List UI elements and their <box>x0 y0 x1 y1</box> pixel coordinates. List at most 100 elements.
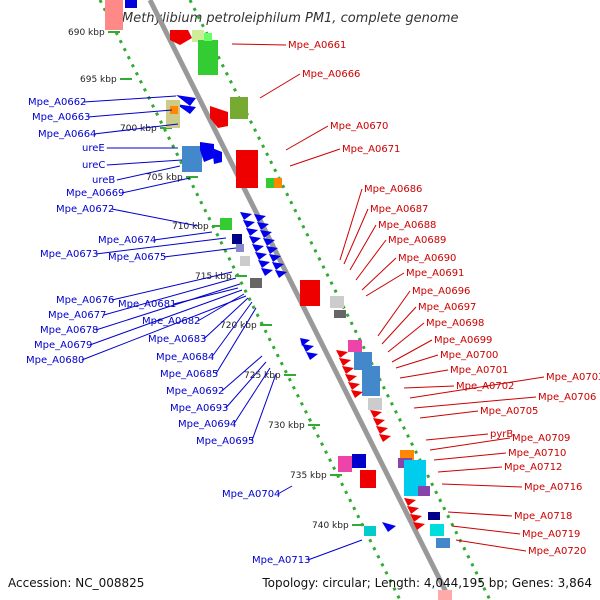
forward-gene-label[interactable]: Mpe_A0706 <box>538 392 596 403</box>
forward-gene-label[interactable]: Mpe_A0691 <box>406 268 464 279</box>
reverse-gene-label[interactable]: Mpe_A0677 <box>48 310 106 321</box>
inner-dotted-guide <box>98 0 402 600</box>
reverse-gene-label[interactable]: Mpe_A0693 <box>170 403 228 414</box>
leader-line <box>433 452 507 461</box>
forward-gene-label[interactable]: Mpe_A0718 <box>514 511 572 522</box>
kbp-tick-label: 720 kbp <box>220 321 257 331</box>
leader-line <box>381 306 417 345</box>
reverse-gene-label[interactable]: Mpe_A0695 <box>196 436 254 447</box>
gene-arrow <box>200 142 214 162</box>
gene-arrow <box>255 252 267 260</box>
gene-block <box>348 340 362 352</box>
forward-gene-label[interactable]: Mpe_A0696 <box>412 286 470 297</box>
reverse-gene-label[interactable]: Mpe_A0662 <box>28 97 86 108</box>
reverse-gene-label[interactable]: Mpe_A0704 <box>222 489 280 500</box>
leader-line <box>259 73 301 99</box>
leader-line <box>93 123 179 135</box>
forward-gene-label[interactable]: Mpe_A0703 <box>546 372 600 383</box>
gene-arrow <box>413 522 425 530</box>
reverse-gene-label[interactable]: Mpe_A0684 <box>156 352 214 363</box>
leader-line <box>409 376 545 399</box>
reverse-gene-label[interactable]: Mpe_A0679 <box>34 340 92 351</box>
forward-gene-label[interactable]: Mpe_A0697 <box>418 302 476 313</box>
reverse-gene-label[interactable]: Mpe_A0681 <box>118 299 176 310</box>
forward-gene-label[interactable]: Mpe_A0661 <box>288 40 346 51</box>
reverse-gene-label[interactable]: Mpe_A0676 <box>56 295 114 306</box>
reverse-gene-label[interactable]: Mpe_A0673 <box>40 249 98 260</box>
reverse-gene-label[interactable]: Mpe_A0669 <box>66 188 124 199</box>
reverse-gene-label[interactable]: Mpe_A0663 <box>32 112 90 123</box>
forward-gene-label[interactable]: Mpe_A0699 <box>434 335 492 346</box>
leader-line <box>233 367 271 425</box>
reverse-gene-label[interactable]: Mpe_A0683 <box>148 334 206 345</box>
reverse-gene-label[interactable]: Mpe_A0678 <box>40 325 98 336</box>
topology-text: Topology: circular; Length: 4,044,195 bp… <box>261 576 592 590</box>
gene-block <box>438 590 452 600</box>
reverse-gene-label[interactable]: Mpe_A0672 <box>56 204 114 215</box>
forward-gene-label[interactable]: Mpe_A0686 <box>364 184 422 195</box>
forward-gene-label[interactable]: Mpe_A0710 <box>508 448 566 459</box>
leader-line <box>403 385 455 389</box>
forward-gene-label[interactable]: Mpe_A0705 <box>480 406 538 417</box>
leader-line <box>81 295 247 361</box>
forward-gene-label[interactable]: Mpe_A0689 <box>388 235 446 246</box>
reverse-gene-label[interactable]: Mpe_A0713 <box>252 555 310 566</box>
forward-gene-label[interactable]: Mpe_A0720 <box>528 546 586 557</box>
gene-arrow <box>348 382 360 390</box>
forward-gene-label[interactable]: Mpe_A0701 <box>450 365 508 376</box>
reverse-gene-label[interactable]: Mpe_A0692 <box>166 386 224 397</box>
gene-arrow <box>404 498 416 506</box>
leader-line <box>451 525 521 535</box>
leader-line <box>121 177 191 194</box>
gene-arrow <box>382 522 396 532</box>
reverse-gene-label[interactable]: ureB <box>92 175 115 186</box>
gene-arrow <box>373 418 385 426</box>
gene-block <box>266 178 274 188</box>
gene-arrow <box>212 148 222 164</box>
leader-line <box>251 373 277 442</box>
reverse-gene-label[interactable]: ureE <box>82 143 105 154</box>
reverse-gene-label[interactable]: Mpe_A0685 <box>160 369 218 380</box>
leader-line <box>111 271 233 301</box>
label-leader-lines <box>81 43 545 561</box>
reverse-gene-label[interactable]: ureC <box>82 160 105 171</box>
forward-gene-label[interactable]: Mpe_A0712 <box>504 462 562 473</box>
leader-line <box>455 539 527 552</box>
forward-gene-label[interactable]: pyrB <box>490 429 513 440</box>
reverse-gene-label[interactable]: Mpe_A0680 <box>26 355 84 366</box>
forward-gene-label[interactable]: Mpe_A0688 <box>378 220 436 231</box>
reverse-gene-label[interactable]: Mpe_A0694 <box>178 419 236 430</box>
forward-gene-label[interactable]: Mpe_A0709 <box>512 433 570 444</box>
forward-gene-label[interactable]: Mpe_A0690 <box>398 253 456 264</box>
forward-gene-label[interactable]: Mpe_A0702 <box>456 381 514 392</box>
reverse-gene-label[interactable]: Mpe_A0682 <box>142 316 200 327</box>
reverse-gene-label[interactable]: Mpe_A0674 <box>98 235 156 246</box>
gene-block <box>354 352 372 370</box>
forward-gene-label[interactable]: Mpe_A0716 <box>524 482 582 493</box>
gene-block <box>362 366 380 396</box>
leader-line <box>361 257 397 291</box>
gene-block <box>204 33 212 41</box>
forward-gene-label[interactable]: Mpe_A0671 <box>342 144 400 155</box>
reverse-gene-label[interactable]: Mpe_A0675 <box>108 252 166 263</box>
forward-gene-label[interactable]: Mpe_A0700 <box>440 350 498 361</box>
kbp-tick-label: 725 kbp <box>244 371 281 381</box>
forward-gene-label[interactable]: Mpe_A0719 <box>522 529 580 540</box>
forward-gene-label[interactable]: Mpe_A0666 <box>302 69 360 80</box>
leader-line <box>277 485 293 495</box>
gene-block <box>418 486 430 496</box>
gene-block <box>300 280 320 306</box>
leader-line <box>377 290 411 337</box>
reverse-gene-label[interactable]: Mpe_A0664 <box>38 129 96 140</box>
forward-gene-label[interactable]: Mpe_A0698 <box>426 318 484 329</box>
leader-line <box>95 237 227 255</box>
map-title: Methylibium petroleiphilum PM1, complete… <box>122 11 459 26</box>
kbp-tick-label: 690 kbp <box>68 28 105 38</box>
gene-arrow <box>302 344 314 352</box>
leader-line <box>111 208 199 227</box>
forward-gene-label[interactable]: Mpe_A0687 <box>370 204 428 215</box>
leader-line <box>429 437 511 451</box>
forward-gene-label[interactable]: Mpe_A0670 <box>330 121 388 132</box>
